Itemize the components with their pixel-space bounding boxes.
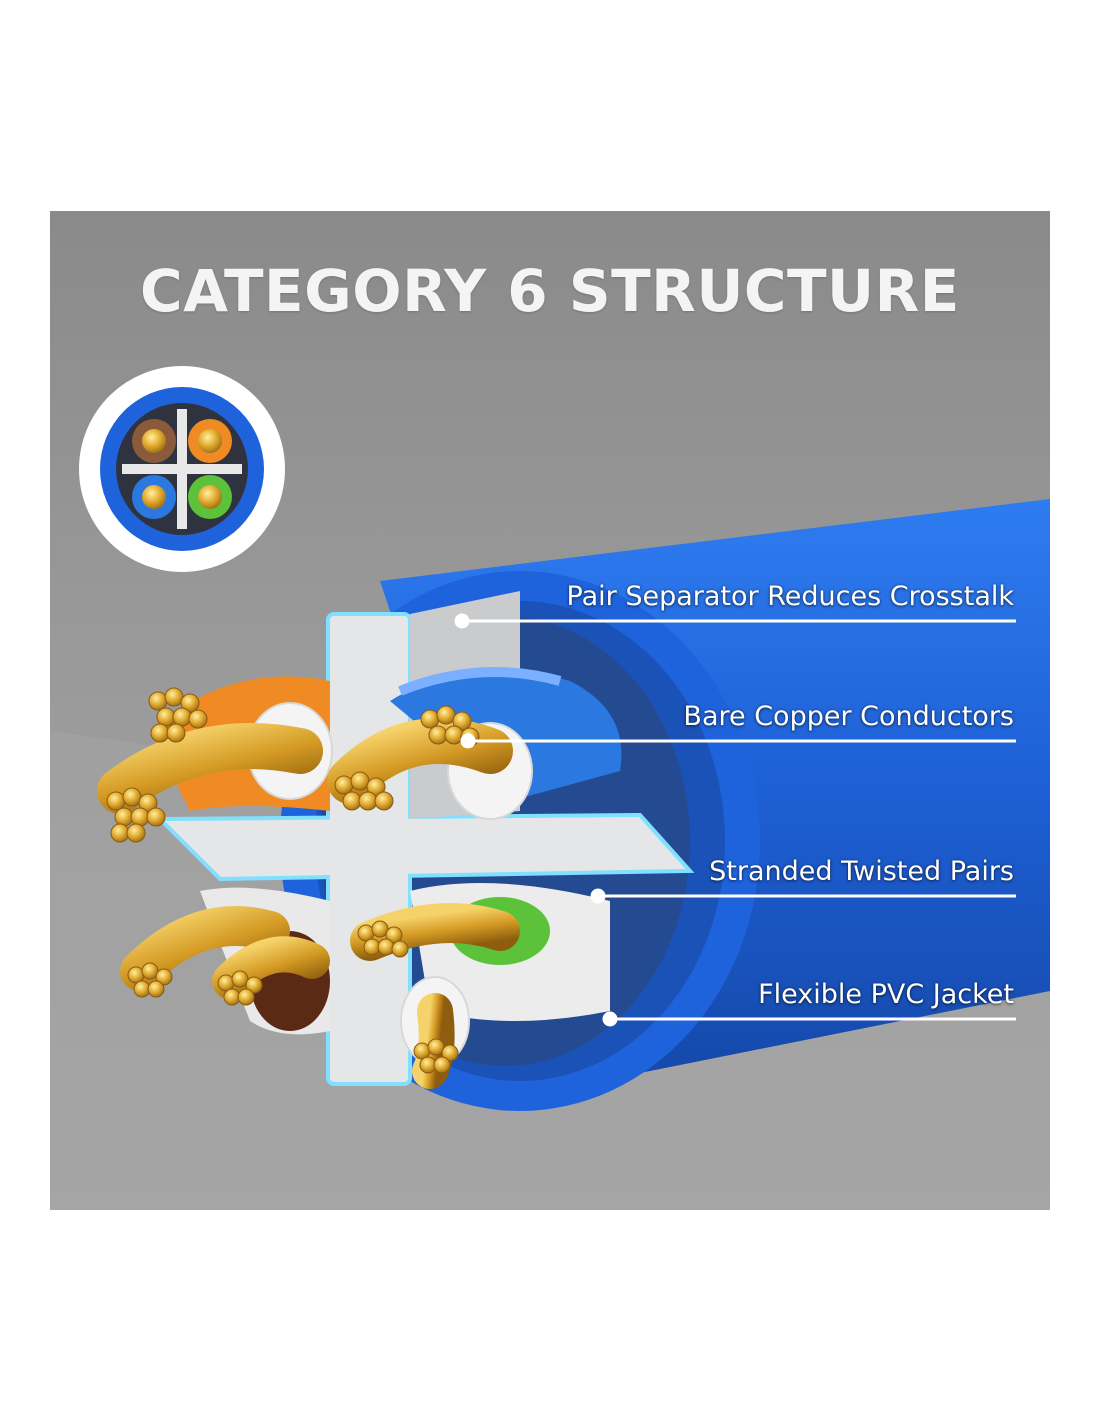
callout-pair-separator: Pair Separator Reduces Crosstalk	[566, 581, 1014, 612]
callout-leaders	[454, 613, 1016, 1027]
cross-section-inset	[79, 366, 285, 572]
brown-pair	[120, 887, 330, 1035]
diagram-panel: CATEGORY 6 STRUCTURE Pair Separator Redu…	[50, 211, 1050, 1210]
green-pair	[350, 883, 610, 1089]
cable-illustration	[50, 211, 1050, 1210]
diagram-title: CATEGORY 6 STRUCTURE	[140, 257, 960, 325]
callout-bare-copper: Bare Copper Conductors	[683, 701, 1014, 732]
orange-pair	[97, 676, 333, 843]
callout-stranded-pairs: Stranded Twisted Pairs	[709, 856, 1014, 887]
callout-pvc-jacket: Flexible PVC Jacket	[758, 979, 1014, 1010]
